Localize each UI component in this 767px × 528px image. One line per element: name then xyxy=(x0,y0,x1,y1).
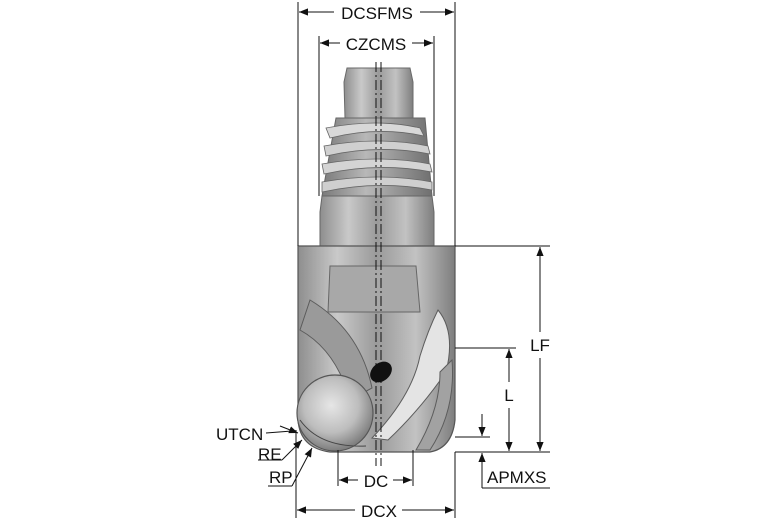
wrench-flat xyxy=(327,265,421,313)
shank-neck xyxy=(343,67,414,119)
label-rp: RP xyxy=(269,468,293,487)
dimensions xyxy=(258,2,550,518)
label-l: L xyxy=(504,386,513,405)
rp-arrow xyxy=(291,447,313,487)
label-dcsfms: DCSFMS xyxy=(341,4,413,23)
utcn-arrow xyxy=(279,425,299,434)
dimension-labels: DCSFMS CZCMS LF L UTCN RE RP DC DCX APMX… xyxy=(216,2,554,521)
label-lf: LF xyxy=(530,336,550,355)
label-utcn: UTCN xyxy=(216,425,263,444)
flute-2 xyxy=(370,309,451,441)
label-dc: DC xyxy=(364,472,389,491)
ball-edge xyxy=(299,419,367,447)
label-re: RE xyxy=(258,445,282,464)
label-apmxs: APMXS xyxy=(487,468,547,487)
label-czcms: CZCMS xyxy=(346,35,406,54)
tool-illustration xyxy=(296,67,456,453)
flute-3 xyxy=(415,358,453,451)
thread xyxy=(321,117,433,197)
ball-end xyxy=(296,374,374,452)
collar xyxy=(319,195,435,247)
utcn-leader xyxy=(265,430,293,434)
re-arrow xyxy=(281,439,303,461)
label-dcx: DCX xyxy=(361,502,397,521)
